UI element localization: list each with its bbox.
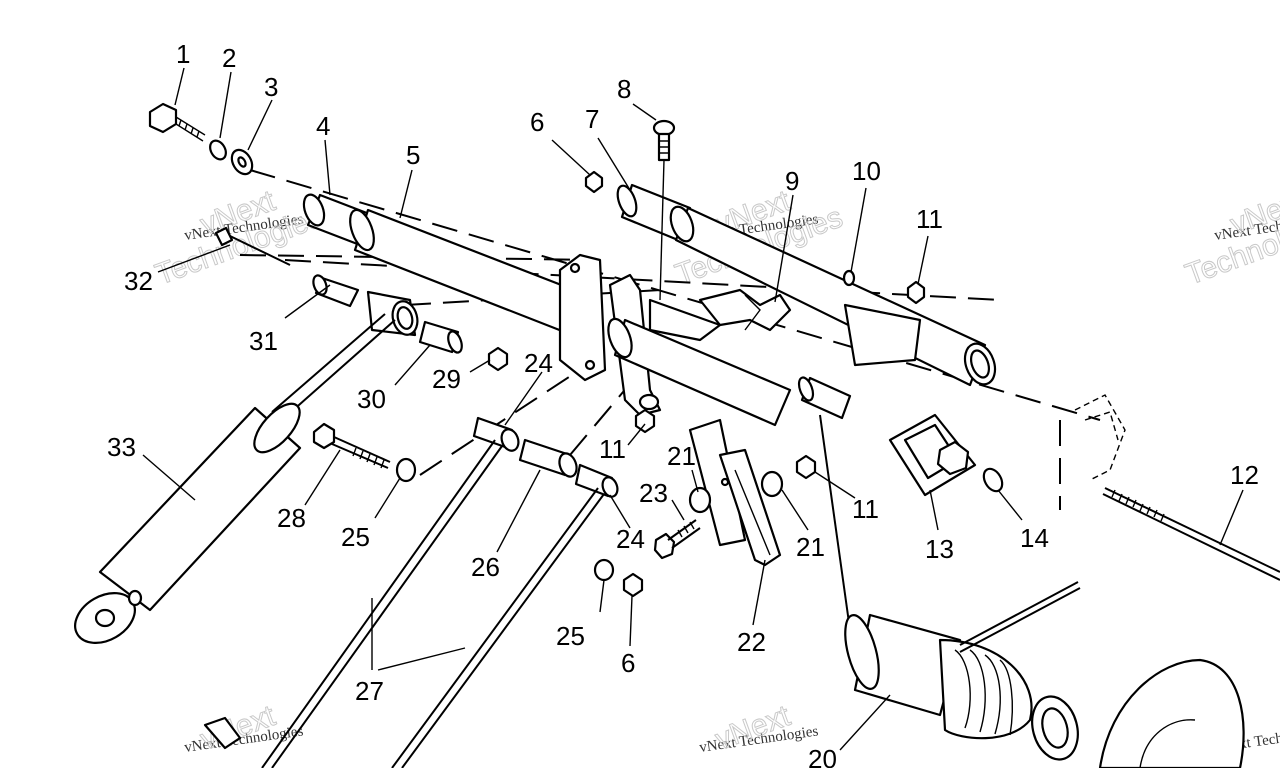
callout-7: 7 — [585, 104, 599, 134]
callout-5: 5 — [406, 140, 420, 170]
washer-part-25 — [395, 457, 417, 483]
callout-29: 29 — [432, 364, 461, 394]
nut-part-11 — [906, 280, 926, 305]
washer-part-14 — [982, 467, 1004, 493]
adjuster-part-13 — [888, 413, 977, 497]
callout-1: 1 — [176, 39, 190, 69]
nut-part-11 — [634, 408, 656, 434]
callout-26: 26 — [471, 552, 500, 582]
callout-14: 14 — [1020, 523, 1049, 553]
sleeve-part-5 — [349, 208, 602, 342]
bolt-part-1 — [148, 102, 206, 142]
cross-tube — [669, 205, 997, 387]
callout-8: 8 — [617, 74, 631, 104]
pin-part-32 — [214, 226, 291, 266]
bolt-part-28 — [312, 422, 391, 469]
washer-part-21 — [688, 486, 712, 514]
washer-part-3 — [230, 148, 254, 176]
screw-part-8 — [652, 119, 676, 301]
callout-labels: 1 2 3 4 5 6 7 8 9 10 11 11 11 12 13 14 2… — [107, 39, 1259, 768]
callout-21: 21 — [796, 532, 825, 562]
callout-25: 25 — [556, 621, 585, 651]
strap-part-22 — [718, 448, 782, 567]
callout-12: 12 — [1230, 460, 1259, 490]
link-rod-part-27 — [203, 439, 605, 768]
bolt-part-23 — [653, 519, 701, 560]
callout-9: 9 — [785, 166, 799, 196]
callout-28: 28 — [277, 503, 306, 533]
spring-clip-part-9 — [698, 288, 792, 332]
shock-absorber-part-33 — [74, 313, 396, 644]
callout-11: 11 — [852, 494, 879, 524]
spacer-part-26 — [518, 438, 578, 478]
frame-bracket — [558, 253, 792, 547]
nut-part-29 — [487, 346, 509, 372]
pin-part-10 — [842, 269, 856, 287]
idler-assembly-part-20 — [819, 414, 1245, 768]
callout-6: 6 — [530, 107, 544, 137]
callout-3: 3 — [264, 72, 278, 102]
callout-13: 13 — [925, 534, 954, 564]
callout-30: 30 — [357, 384, 386, 414]
callout-4: 4 — [316, 111, 330, 141]
nut-part-6 — [622, 572, 644, 598]
spacer-part-31 — [312, 274, 360, 308]
nut-part-6 — [584, 170, 604, 194]
bushing-part-24 — [472, 416, 520, 452]
callout-11: 11 — [599, 434, 626, 464]
lock-washer-part-2 — [209, 139, 227, 161]
callout-22: 22 — [737, 627, 766, 657]
callout-6: 6 — [621, 648, 635, 678]
callout-24: 24 — [524, 348, 553, 378]
callout-24: 24 — [616, 524, 645, 554]
axle-stub — [797, 376, 852, 420]
callout-11: 11 — [916, 204, 943, 234]
bushing-part-24 — [574, 463, 619, 498]
callout-10: 10 — [852, 156, 881, 186]
threaded-rod-part-12 — [1102, 487, 1280, 581]
callout-31: 31 — [249, 326, 278, 356]
callout-25: 25 — [341, 522, 370, 552]
adjuster-bracket — [1074, 394, 1126, 481]
callout-20: 20 — [808, 744, 837, 768]
callout-21: 21 — [667, 441, 696, 471]
washer-part-21 — [760, 470, 784, 498]
callout-27: 27 — [355, 676, 384, 706]
callout-32: 32 — [124, 266, 153, 296]
callout-33: 33 — [107, 432, 136, 462]
callout-23: 23 — [639, 478, 668, 508]
callout-2: 2 — [222, 43, 236, 73]
bushing-part — [366, 290, 419, 337]
spacer-part-30 — [418, 320, 463, 354]
nut-part-11 — [795, 454, 817, 480]
washer-part-25 — [593, 558, 615, 582]
leader-lines — [142, 67, 1244, 751]
washer-part-21 — [638, 393, 660, 411]
